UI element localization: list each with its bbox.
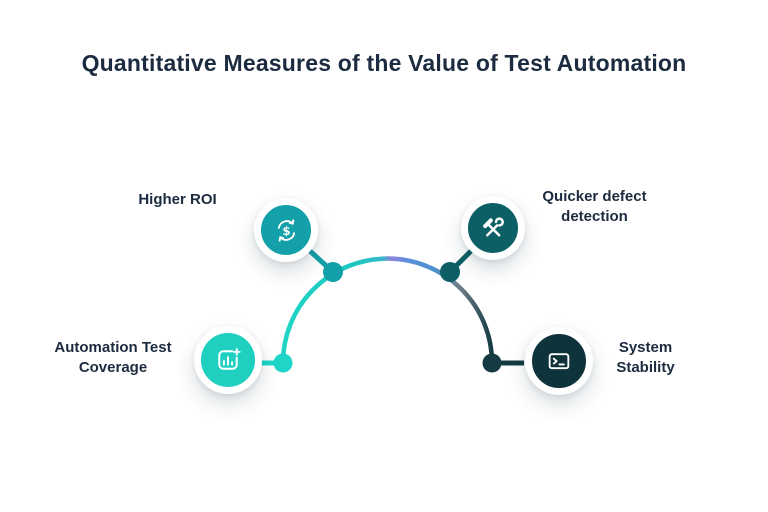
page-title: Quantitative Measures of the Value of Te… <box>81 50 687 76</box>
tools-icon <box>482 216 504 236</box>
arc-path <box>280 256 495 364</box>
arc-node-quicker-defect-detection <box>440 262 460 282</box>
dollar-sync-icon: $ <box>277 218 295 242</box>
arc-node-automation-test-coverage <box>273 353 293 373</box>
bar-chart-plus-icon <box>218 347 241 370</box>
higher-roi-label: Higher ROI <box>138 191 217 208</box>
quicker-defect-detection-circle <box>461 196 525 260</box>
system-stability-label: System Stability <box>616 339 675 376</box>
arc-node-system-stability <box>482 353 502 373</box>
higher-roi-circle: $ <box>254 198 318 262</box>
arc-node-higher-roi <box>323 262 343 282</box>
quicker-defect-detection-label: Quicker defect detection <box>542 188 647 225</box>
svg-text:$: $ <box>282 223 290 237</box>
system-stability-circle <box>525 327 593 395</box>
automation-test-coverage-label: Automation Test Coverage <box>54 339 172 376</box>
terminal-icon <box>548 353 570 370</box>
automation-test-coverage-circle <box>194 326 262 394</box>
